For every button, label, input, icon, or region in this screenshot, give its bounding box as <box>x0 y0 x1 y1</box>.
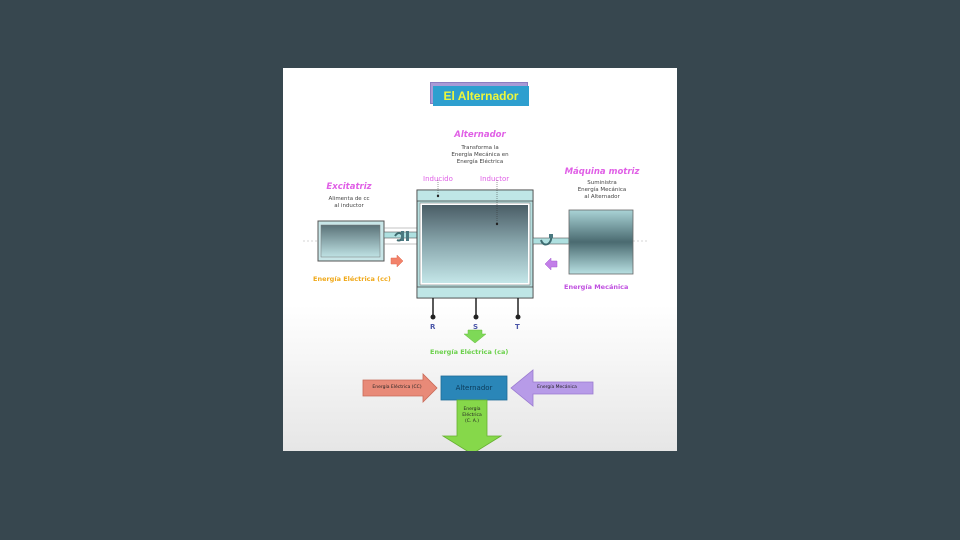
output-energy-label: Energía Eléctrica (ca) <box>430 348 509 356</box>
block-center-label: Alternador <box>455 384 493 392</box>
inductor-label: Inductor <box>480 175 510 183</box>
phase-r-label: R <box>430 323 436 331</box>
excitatriz-desc-line: Alimenta de cc <box>328 196 370 202</box>
excitatriz-desc-line: al inductor <box>334 203 364 209</box>
output-arrow <box>463 329 487 344</box>
right-shaft-coupling <box>532 234 570 246</box>
slide-image: El Alternador Alternador Transforma la E… <box>283 68 677 451</box>
maquina-desc-line: Suministra <box>587 180 617 186</box>
excitatriz-arrow <box>390 254 404 268</box>
maquina-desc-line: Energía Mecánica <box>577 187 627 193</box>
maquina-motriz-machine <box>568 209 634 275</box>
slide-title: El Alternador <box>433 86 529 106</box>
alternador-heading: Alternador <box>454 130 506 140</box>
phase-s-label: S <box>473 323 479 331</box>
left-shaft-coupling <box>383 227 419 245</box>
excitatriz-description: Alimenta de cc al inductor <box>309 196 389 210</box>
inducido-label: Inducido <box>423 175 453 183</box>
maquina-motriz-description: Suministra Energía Mecánica al Alternado… <box>555 180 649 201</box>
alternador-machine <box>416 180 534 299</box>
alternador-description: Transforma la Energía Mecánica en Energí… <box>423 145 537 166</box>
block-down-line: Energía <box>463 407 481 412</box>
alternador-desc-line: Transforma la <box>461 145 499 151</box>
alternador-desc-line: Energía Eléctrica <box>456 159 504 165</box>
phase-t-label: T <box>515 323 520 331</box>
alternator-diagram <box>303 180 649 451</box>
block-center-box <box>440 375 508 401</box>
excitatriz-machine <box>317 220 385 262</box>
block-down-line: (C. A.) <box>465 419 479 424</box>
mecanica-arrow <box>544 257 558 271</box>
maquina-energy-label: Energía Mecánica <box>564 283 629 291</box>
maquina-motriz-heading: Máquina motriz <box>564 167 640 177</box>
block-left-label: Energía Eléctrica (CC) <box>372 385 422 390</box>
excitatriz-energy-label: Energía Eléctrica (cc) <box>313 275 391 283</box>
block-diagram <box>362 369 594 451</box>
maquina-desc-line: al Alternador <box>584 194 620 200</box>
block-left-arrow <box>362 373 438 403</box>
block-right-label: Energía Mecánica <box>537 385 577 390</box>
block-down-arrow <box>441 399 503 451</box>
block-down-line: Eléctrica <box>462 413 482 418</box>
phase-terminals <box>430 298 521 320</box>
excitatriz-heading: Excitatriz <box>326 182 372 192</box>
alternador-desc-line: Energía Mecánica en <box>451 152 509 158</box>
block-down-label: Energía Eléctrica (C. A.) <box>457 407 487 425</box>
block-right-arrow <box>510 369 594 407</box>
